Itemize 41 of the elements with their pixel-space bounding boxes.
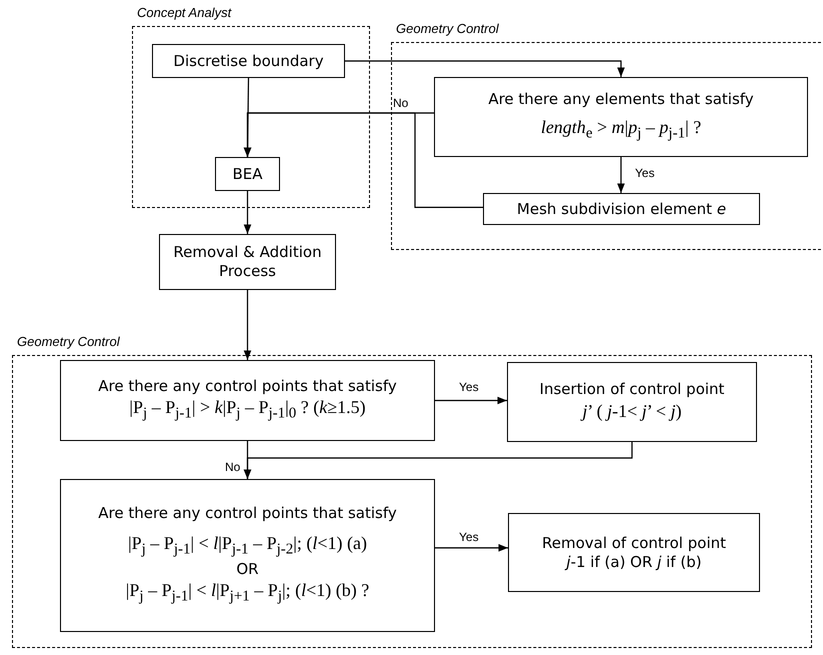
edge-label: No [392, 96, 410, 110]
arrow [244, 191, 252, 234]
box-text: Discretise boundary [173, 52, 324, 70]
box-text: j-1 if (a) OR j if (b) [566, 552, 702, 572]
arrow [617, 157, 625, 193]
edge-label: Yes [458, 380, 480, 394]
process-box [483, 193, 760, 225]
process-box [60, 360, 435, 441]
process-box [434, 77, 808, 157]
box-text: Removal & Addition Process [172, 243, 323, 281]
box-text: Mesh subdivision element e [516, 200, 726, 218]
formula: |P$_{j}$ – P$_{j-1}$| < l|P$_{j-1}$ – P$_{j-2}$|; (l<1) (a) [128, 532, 367, 560]
box-text: Insertion of control point [540, 380, 724, 400]
arrow [244, 290, 252, 360]
process-box [507, 362, 757, 442]
box-text: Are there any control points that satisfy [98, 376, 397, 396]
process-box [215, 157, 280, 191]
edge-label: No [224, 460, 242, 474]
group-heading: Geometry Control [396, 21, 499, 36]
process-box [152, 44, 345, 78]
group-heading: Concept Analyst [137, 5, 232, 20]
arrow [435, 396, 507, 404]
arrow [435, 544, 508, 552]
formula: j’ ( j-1< j’ < j) [582, 400, 682, 424]
group-heading: Geometry Control [17, 334, 120, 349]
process-box [159, 234, 336, 290]
edge-label: Yes [634, 166, 656, 180]
formula: |P$_{j}$ – P$_{j-1}$| < l|P$_{j+1}$ – P$_{j}$|; (l<1) (b) ? [126, 579, 370, 607]
arrow [244, 112, 483, 208]
box-text: BEA [232, 164, 263, 184]
arrow [244, 441, 252, 479]
arrow [345, 60, 625, 77]
box-text: OR [236, 560, 259, 578]
box-text: Are there any control points that satisfy [98, 504, 397, 523]
process-box [508, 513, 760, 592]
box-text: Are there any elements that satisfy [488, 90, 754, 109]
formula: length$_{e}$ > m|p$_{j}$ – p$_{j-1}$| ? [540, 116, 702, 144]
box-text: Removal of control point [542, 534, 726, 552]
edge-label: Yes [458, 530, 480, 544]
formula: |P$_{j}$ – P$_{j-1}$| > k|P$_{j}$ – P$_{j-1}$|$_{0}$ ? (k≥1.5) [129, 396, 366, 424]
process-box [60, 479, 435, 632]
